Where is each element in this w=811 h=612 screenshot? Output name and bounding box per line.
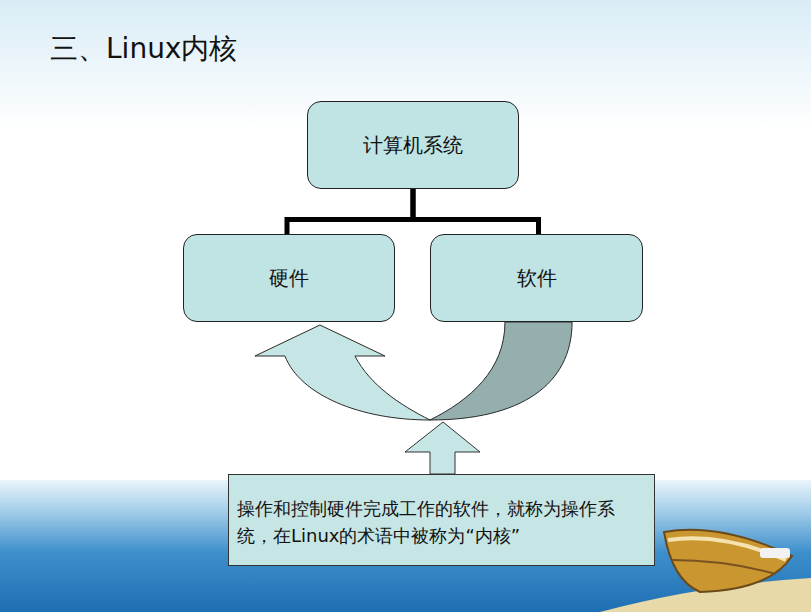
pointer-arrow: [405, 422, 480, 474]
connector: [413, 189, 539, 234]
title-text: 三、Linux内核: [50, 32, 237, 65]
root-box: 计算机系统: [307, 101, 519, 189]
boat: [664, 530, 792, 592]
slide-title: 三、Linux内核: [50, 30, 237, 68]
node-text: 操作和控制硬件完成工作的软件，就称为操作系统，在Linux的术语中被称为“内核”: [237, 495, 646, 549]
note-box: 操作和控制硬件完成工作的软件，就称为操作系统，在Linux的术语中被称为“内核”: [228, 474, 655, 566]
node-text: 硬件: [269, 265, 309, 292]
connector: [255, 322, 572, 420]
category-box: 硬件: [183, 234, 395, 322]
sea-band: [0, 480, 811, 612]
node-text: 软件: [517, 265, 557, 292]
node-text: 计算机系统: [363, 132, 463, 159]
connector: [287, 189, 413, 234]
category-box: 软件: [430, 234, 643, 322]
